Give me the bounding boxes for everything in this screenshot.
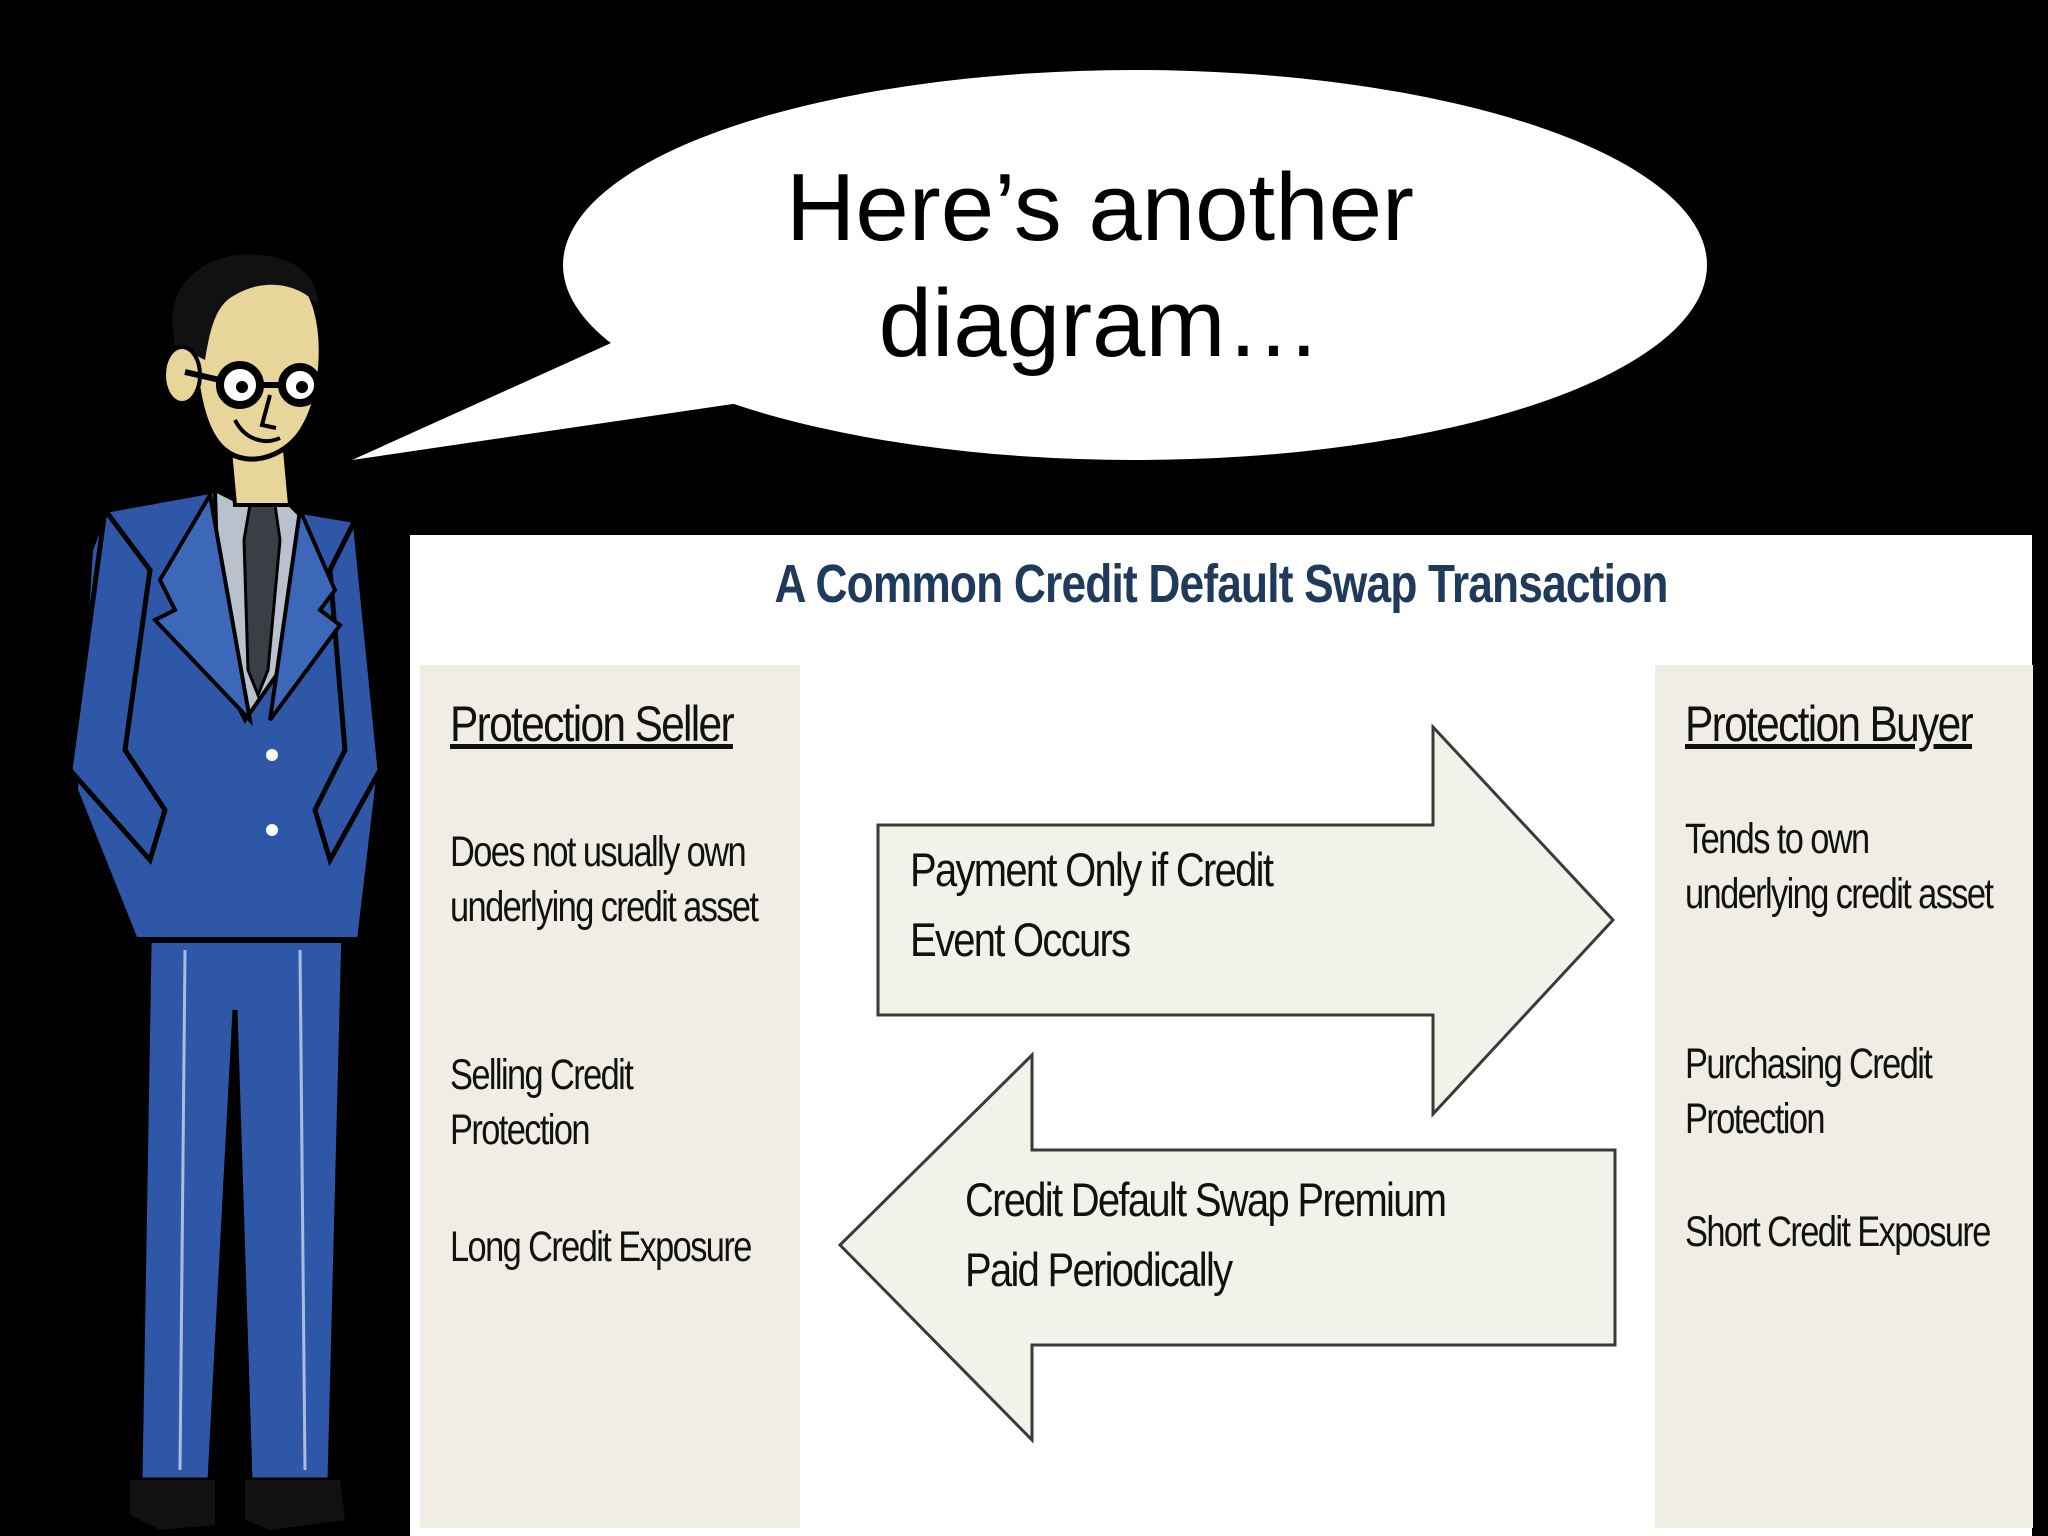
protection-seller-box: Protection Seller Does not usually own u…	[420, 665, 800, 1528]
bubble-line-2: diagram…	[878, 270, 1322, 377]
buyer-heading: Protection Buyer	[1685, 696, 1974, 752]
arrow-left-label: Credit Default Swap Premium Paid Periodi…	[965, 1165, 1475, 1305]
buyer-item-2: Purchasing Credit Protection	[1685, 1040, 1933, 1143]
diagram-panel: A Common Credit Default Swap Transaction…	[410, 535, 2033, 1536]
seller-heading: Protection Seller	[450, 696, 735, 752]
buyer-item-1: Tends to own underlying credit asset	[1685, 815, 1994, 918]
businessman-illustration	[67, 254, 384, 1530]
speech-bubble-text: Here’s another diagram…	[600, 150, 1600, 382]
diagram-title: A Common Credit Default Swap Transaction	[774, 554, 1668, 614]
arrow-left-shape	[837, 1051, 1617, 1444]
seller-item-2: Selling Credit Protection	[450, 1051, 634, 1154]
buyer-item-3: Short Credit Exposure	[1685, 1208, 1991, 1256]
speech-bubble	[352, 70, 1707, 460]
arrow-right-text: Payment Only if Credit Event Occurs	[910, 843, 1274, 966]
seller-item-3: Long Credit Exposure	[450, 1223, 752, 1271]
arrow-left-text: Credit Default Swap Premium Paid Periodi…	[965, 1173, 1447, 1296]
arrows-layer	[837, 723, 1617, 1444]
bubble-line-1: Here’s another	[786, 154, 1414, 261]
seller-item-1: Does not usually own underlying credit a…	[450, 828, 759, 931]
arrow-right-shape	[876, 723, 1616, 1118]
protection-buyer-box: Protection Buyer Tends to own underlying…	[1655, 665, 2033, 1528]
arrow-right-label: Payment Only if Credit Event Occurs	[910, 835, 1335, 975]
